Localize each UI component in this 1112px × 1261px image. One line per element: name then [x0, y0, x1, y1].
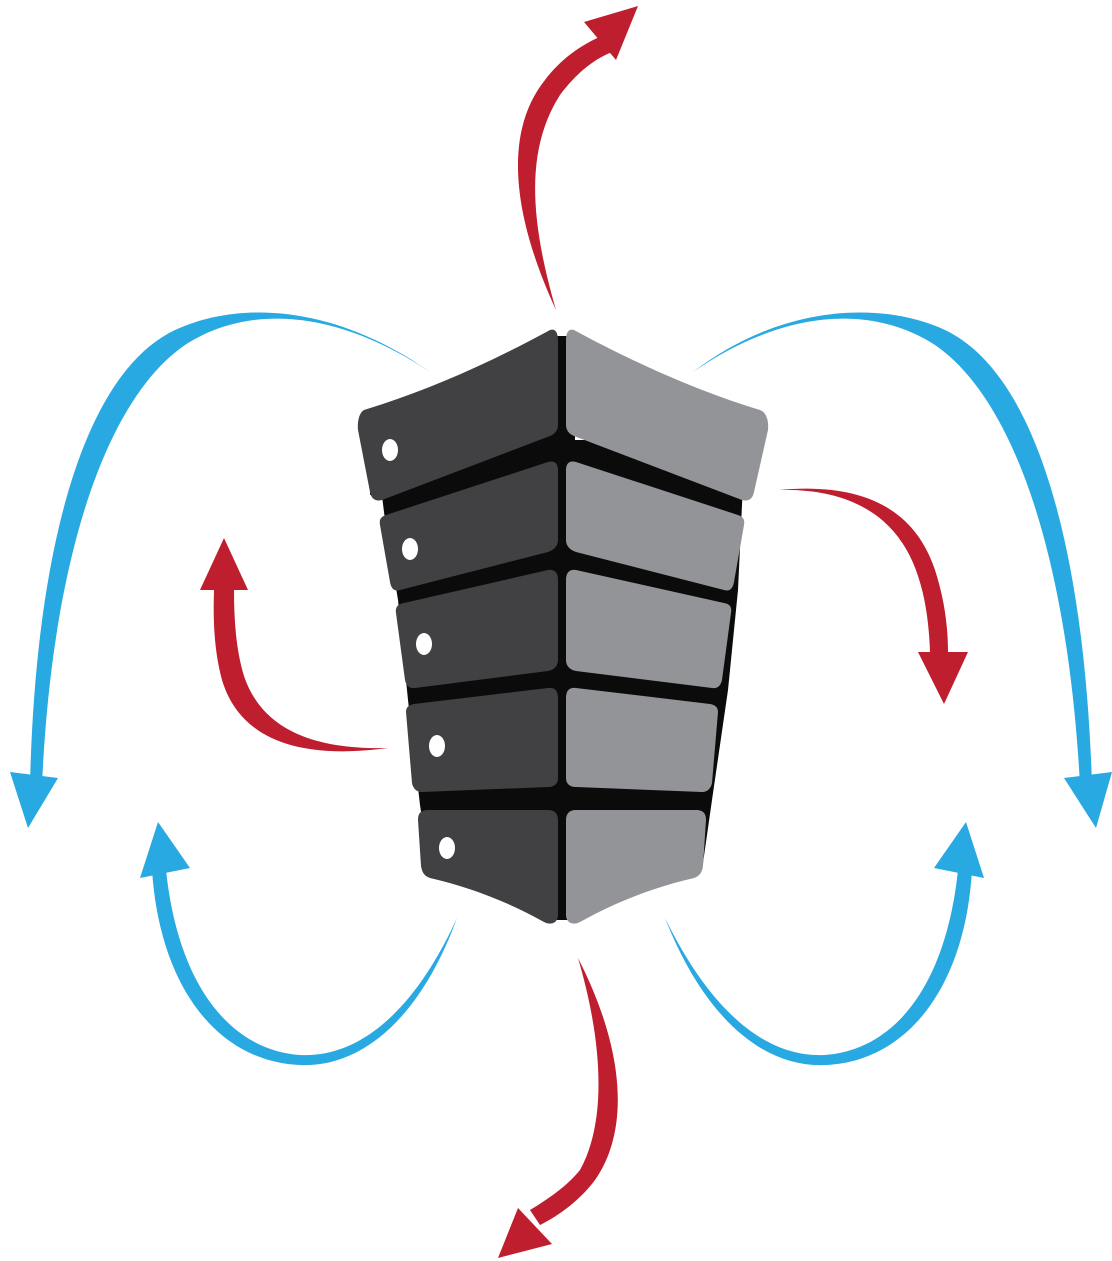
server-rack-icon: [357, 329, 769, 924]
rack-unit-5-right-panel: [566, 810, 706, 924]
cold-arrow-left-lower: [140, 822, 457, 1066]
indicator-light: [439, 837, 455, 859]
hot-arrows: [200, 6, 968, 1258]
rack-unit-4-left-panel: [406, 687, 558, 792]
rack-unit-1: [357, 329, 769, 501]
indicator-light: [416, 633, 432, 655]
rack-unit-2-right-panel: [566, 461, 745, 591]
rack-unit-3: [395, 569, 732, 689]
rack-unit-1-right-panel: [566, 329, 769, 501]
rack-unit-5-left-panel: [418, 810, 558, 924]
hot-arrow-left-inner: [200, 538, 388, 752]
hot-arrow-top: [517, 6, 638, 310]
cold-arrows: [10, 312, 1112, 1066]
cold-arrow-left-outer: [10, 312, 430, 828]
rack-unit-1-left-panel: [357, 329, 558, 501]
cold-arrow-right-lower: [665, 822, 984, 1066]
rack-unit-5: [418, 810, 706, 924]
hot-arrow-right-inner: [778, 488, 968, 704]
rack-unit-2-left-panel: [379, 461, 558, 591]
indicator-light: [382, 439, 398, 461]
rack-unit-3-left-panel: [395, 569, 558, 689]
hot-arrow-bottom: [498, 958, 618, 1258]
rack-unit-4: [406, 687, 718, 792]
rack-unit-4-right-panel: [566, 687, 718, 792]
indicator-light: [402, 538, 418, 560]
rack-unit-2: [379, 461, 745, 591]
rack-unit-3-right-panel: [566, 569, 732, 689]
indicator-light: [429, 735, 445, 757]
cold-arrow-right-outer: [693, 312, 1112, 828]
